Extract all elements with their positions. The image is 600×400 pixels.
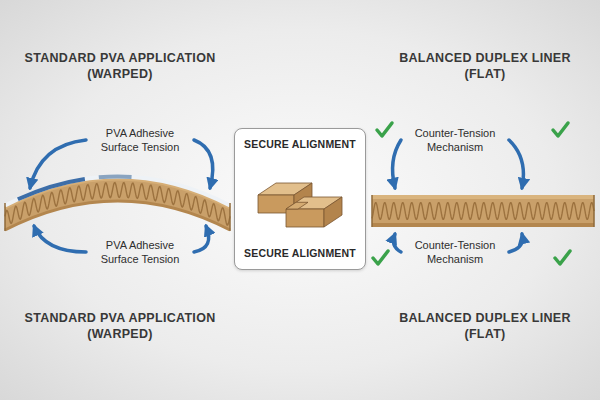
box-text: SECURE ALIGNMENT (244, 247, 356, 260)
check-mark (377, 123, 392, 136)
block-face (324, 197, 342, 227)
block-face (286, 209, 324, 227)
tension-arrow (194, 140, 213, 188)
tension-arrows (30, 140, 213, 252)
section-heading: BALANCED DUPLEX LINER (FLAT) (382, 50, 588, 82)
flute-line (372, 203, 594, 220)
callout-label: PVA Adhesive Surface Tension (88, 238, 192, 266)
printed-graphic (5, 177, 230, 206)
counter-arrow (509, 234, 522, 252)
tension-arrow (30, 140, 86, 188)
check-mark (553, 123, 568, 136)
counter-arrow (393, 140, 401, 188)
block-joint (286, 202, 308, 209)
bottom-liner (372, 223, 594, 227)
tension-arrow (194, 226, 209, 252)
box-text: SECURE ALIGNMENT (244, 138, 356, 151)
board-edge (372, 195, 594, 227)
counter-arrow (509, 140, 523, 188)
counter-arrows (393, 140, 524, 252)
tension-arrow (34, 226, 86, 252)
section-heading: BALANCED DUPLEX LINER (FLAT) (382, 310, 588, 342)
top-liner (372, 195, 594, 199)
callout-label: PVA Adhesive Surface Tension (88, 126, 192, 154)
warped-board (5, 177, 230, 232)
interlock-icon (252, 157, 348, 241)
board-core (372, 198, 594, 224)
board-edge (4, 203, 6, 231)
alignment-box: SECURE ALIGNMENT SECURE ALIGNMENT (234, 128, 366, 270)
check-mark (555, 251, 570, 264)
flat-board (372, 195, 594, 227)
section-heading: STANDARD PVA APPLICATION (WARPED) (13, 50, 227, 82)
section-heading: STANDARD PVA APPLICATION (WARPED) (13, 310, 227, 342)
callout-label: Counter-Tension Mechanism (403, 238, 507, 266)
top-liner (5, 179, 230, 208)
board-flutes (372, 203, 594, 220)
board-edge (229, 203, 231, 231)
check-mark (373, 251, 388, 264)
bottom-liner (5, 201, 230, 230)
printed-surface (5, 177, 230, 206)
board-core (5, 179, 230, 230)
callout-label: Counter-Tension Mechanism (403, 126, 507, 154)
counter-arrow (393, 234, 401, 252)
printed-graphic (5, 177, 230, 206)
